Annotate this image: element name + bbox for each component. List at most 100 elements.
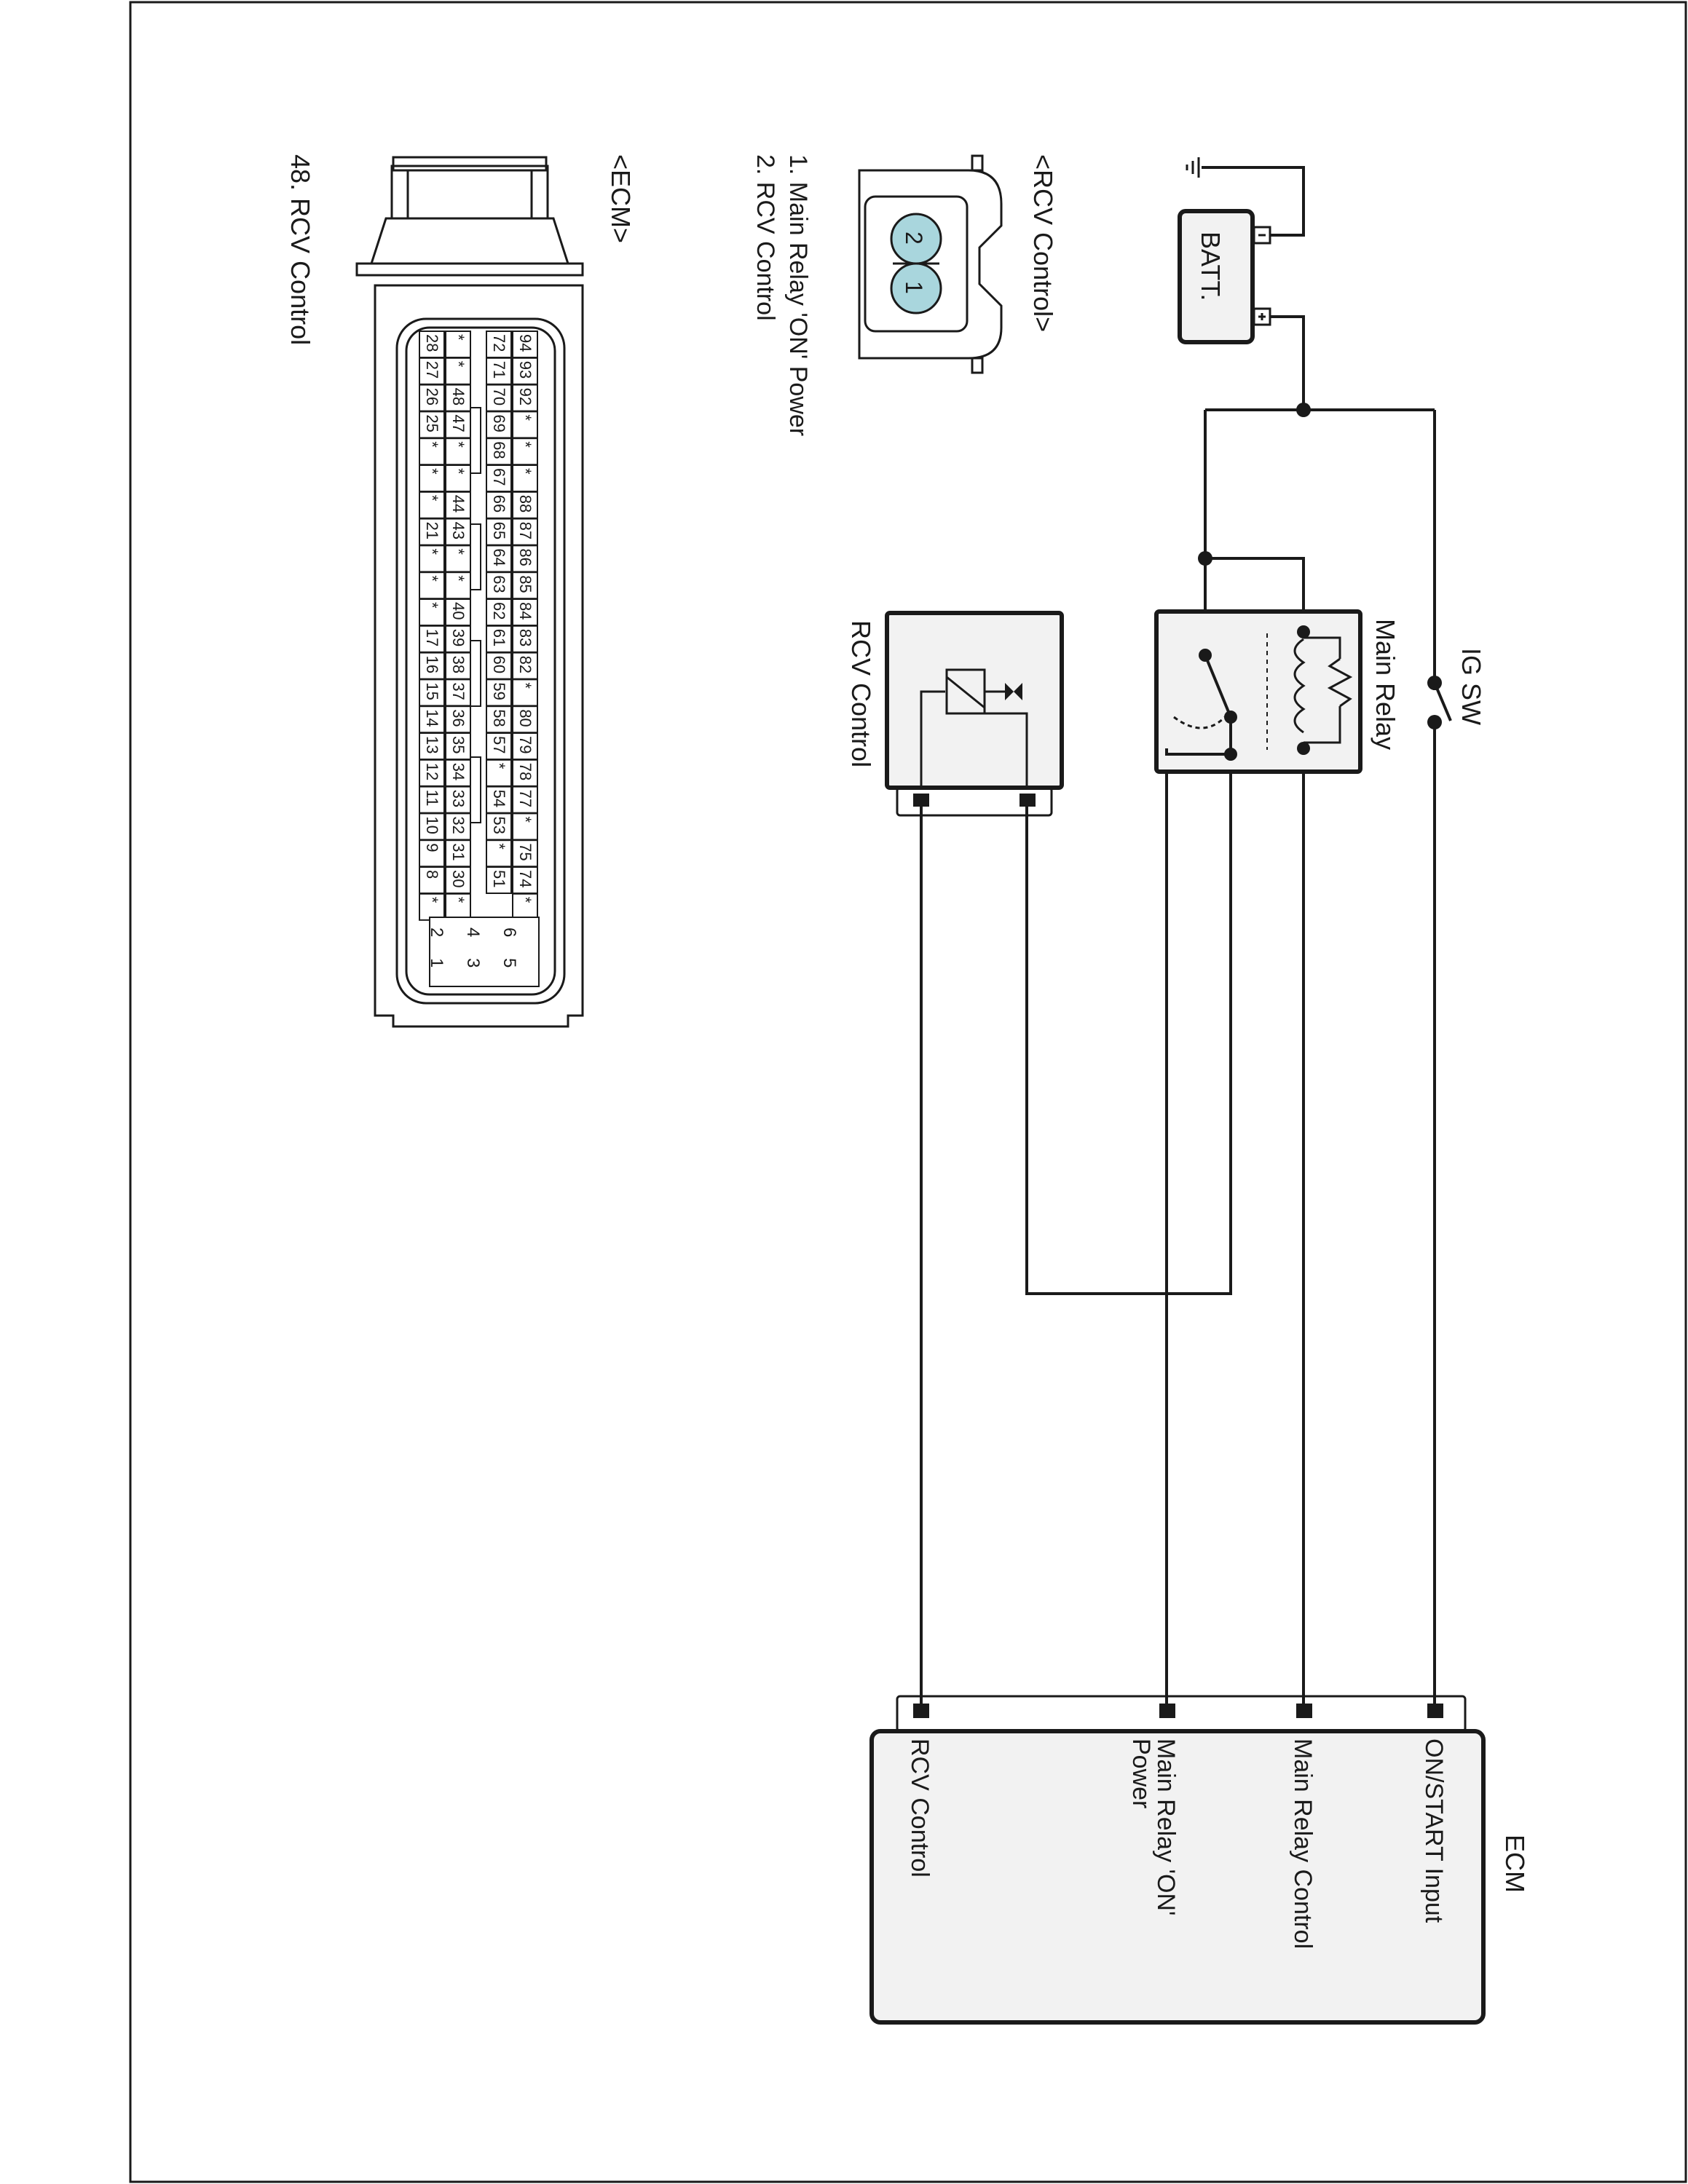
relay-contact-icon [1204,654,1232,718]
ecm-pin-label: * [516,897,535,903]
ecm-pin-label: * [449,468,468,475]
ecm-pin-label: 35 [449,736,468,753]
ecm-pin-label: 92 [516,388,535,405]
ecm-pin-label: 44 [449,495,468,513]
ecm-pin-cell [486,384,512,412]
ecm-pin-main-relay-control: Main Relay Control [1289,1738,1317,1949]
ecm-pin-label: 43 [449,522,468,539]
ecm-pin-cell [419,598,445,626]
wires [920,315,1436,1711]
ecm-pin-label: 87 [516,522,535,539]
main-relay-label: Main Relay [1370,619,1400,750]
ecm-pin-label: * [423,897,441,903]
ig-switch-label: IG SW [1456,648,1486,725]
ecm-pin-rcv-control: RCV Control [906,1738,934,1878]
ecm-pin-label: 93 [516,361,535,379]
ecm-pin-label: * [516,816,535,823]
ecm-pin-cell [512,732,538,760]
ecm-pin-label: 88 [516,495,535,513]
battery: BATT. [1178,157,1305,344]
ecm-pin-cell [445,331,471,358]
ecm-pin-label: 64 [490,548,508,566]
ecm-pin-cell [486,732,512,760]
ecm-pin-cell [419,357,445,385]
ecm-pin-label: * [449,897,468,903]
rcv-connector-title: <RCV Control> [1028,154,1058,332]
ecm-pin-power: Power [1127,1738,1155,1808]
ecm-pin-cell [445,598,471,626]
ecm-power-pin-label: 4 [463,927,483,937]
ecm-pin-label: 68 [490,441,508,459]
ecm-pin-cell [486,545,512,573]
ecm-pin-cell [419,732,445,760]
ecm-pin-cell [445,464,471,492]
ecm-pin-label: * [449,361,468,368]
ecm-pin-label: 83 [516,629,535,646]
ecm-pin-label: 33 [449,790,468,807]
ecm-pin-label: 69 [490,414,508,432]
ecm-pin-cell [486,598,512,626]
ecm-pin-label: 31 [449,843,468,860]
ecm-pin-label: 12 [423,763,441,780]
ecm-pin-label: 36 [449,709,468,727]
ecm-pin-cell [512,652,538,680]
ecm-pin-label: 58 [490,709,508,727]
ecm-pin-label: 13 [423,736,441,753]
ecm-pin-cell [486,786,512,814]
ecm-pin-label: * [516,414,535,421]
ecm-pin-cell [512,786,538,814]
resistor-icon [1327,657,1353,708]
rcv-control-component: RCV Control [846,611,1064,817]
rcv-legend-2: 2. RCV Control [752,154,779,321]
ecm-pin-label: * [423,495,441,502]
ecm-pin-cell [486,464,512,492]
ecm-pin-label: 39 [449,629,468,646]
ecm-pin-label: 77 [516,790,535,807]
ecm-pin-cell [512,357,538,385]
ecm-pin-label: 61 [490,629,508,646]
ecm-pin-label: 21 [423,522,441,539]
ecm-pin-label: * [516,468,535,475]
ecm-pin-cell [486,438,512,466]
ecm-power-pin-label: 2 [427,927,446,937]
ecm-connector: <ECM> 48. RCV Control 949392***888786858… [285,154,636,1028]
ecm-pin-main-relay-on: Main Relay 'ON' [1152,1738,1180,1916]
ecm-pin-cell [445,491,471,519]
ecm-pin-label: 51 [490,870,508,887]
ecm-pin-cell [419,491,445,519]
ecm-pin-cell [512,705,538,734]
ecm-pin-cell [512,598,538,626]
ecm-pin-cell [419,331,445,358]
ecm-connector-legend: 48. RCV Control [285,154,315,345]
ecm-pin-cell [486,678,512,707]
ecm-pin-label: 16 [423,656,441,673]
ecm-pin-label: 40 [449,602,468,620]
ecm-pin-label: 70 [490,388,508,405]
ecm-pin-label: 82 [516,656,535,673]
ecm-block: ECM ON/START Input Main Relay Control Ma… [869,1695,1530,2025]
ecm-pin-cell [486,839,512,868]
ecm-pin-cell [512,438,538,466]
ecm-pin-label: * [423,575,441,582]
ecm-pin-label: 53 [490,816,508,834]
ecm-pin-on-start-input: ON/START Input [1420,1738,1448,1923]
ecm-pin-cell [419,839,445,868]
ig-switch[interactable]: IG SW [1427,648,1486,729]
ecm-pin-cell [512,331,538,358]
ecm-pin-label: 80 [516,709,535,727]
ecm-pin-cell [445,384,471,412]
ecm-pin-label: 25 [423,414,441,432]
ecm-pin-cell [486,652,512,680]
ecm-pin-cell [512,545,538,573]
ecm-pin-label: 86 [516,548,535,566]
ecm-pin-label: * [449,575,468,582]
ecm-pin-cell [486,357,512,385]
ecm-key-bar [470,756,481,823]
ecm-pin-label: * [423,468,441,475]
ecm-pin-cell [419,571,445,600]
ecm-pin-label: 71 [490,361,508,379]
ecm-pin-label: 8 [423,870,441,879]
ecm-pin-label: 9 [423,843,441,852]
ecm-pin-label: 47 [449,414,468,432]
